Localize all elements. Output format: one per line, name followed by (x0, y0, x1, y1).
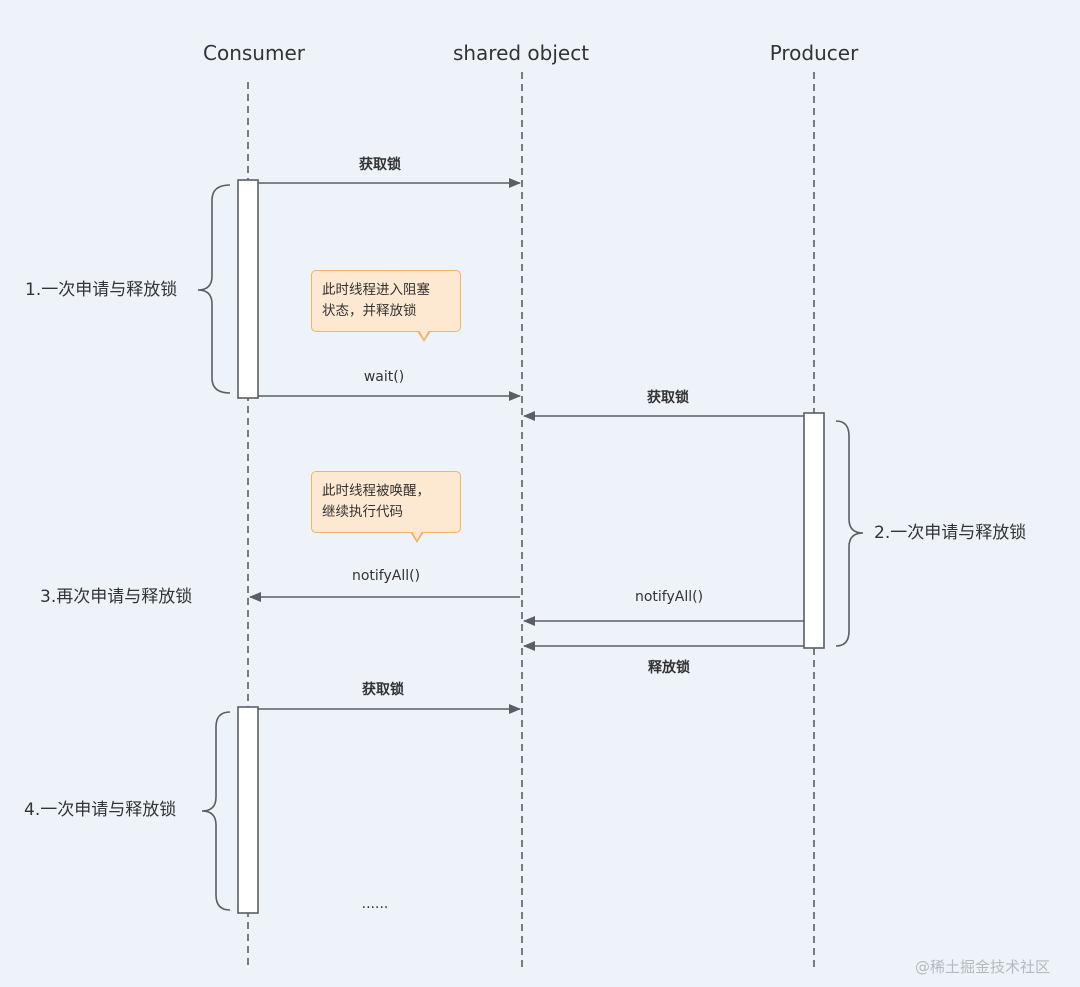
note-blocked-line2: 状态，并释放锁 (322, 303, 417, 319)
brace-4 (201, 711, 231, 911)
actor-consumer: Consumer (203, 41, 305, 65)
actor-producer: Producer (769, 41, 859, 65)
side-label-1: 1.一次申请与释放锁 (25, 280, 178, 300)
brace-2 (835, 420, 864, 647)
actor-shared-object: shared object (452, 41, 590, 65)
side-label-2: 2.一次申请与释放锁 (874, 523, 1027, 543)
label-wait: wait() (363, 369, 405, 385)
note-blocked-line1: 此时线程进入阻塞 (322, 282, 430, 298)
activation-producer (803, 412, 825, 649)
note-awakened-line2: 继续执行代码 (322, 504, 403, 520)
note-blocked: 此时线程进入阻塞 状态，并释放锁 (311, 270, 461, 332)
side-label-4: 4.一次申请与释放锁 (24, 800, 177, 820)
label-notifyall-consumer: notifyAll() (351, 568, 421, 584)
brace-1 (197, 184, 231, 394)
activation-consumer-2 (237, 706, 259, 914)
side-label-3: 3.再次申请与释放锁 (40, 587, 193, 607)
label-notifyall-producer: notifyAll() (634, 589, 704, 605)
label-acquire-lock-2: 获取锁 (647, 390, 689, 406)
label-ellipsis: ...... (361, 896, 389, 912)
activation-consumer-1 (237, 179, 259, 399)
label-acquire-lock-3: 获取锁 (362, 682, 404, 698)
note-awakened: 此时线程被唤醒， 继续执行代码 (311, 471, 461, 533)
label-release-lock: 释放锁 (648, 660, 690, 676)
note-awakened-tail (410, 531, 424, 543)
label-acquire-lock-1: 获取锁 (359, 157, 401, 173)
watermark: @稀土掘金技术社区 (915, 958, 1051, 976)
note-blocked-tail (417, 330, 431, 342)
note-awakened-line1: 此时线程被唤醒， (322, 483, 430, 499)
